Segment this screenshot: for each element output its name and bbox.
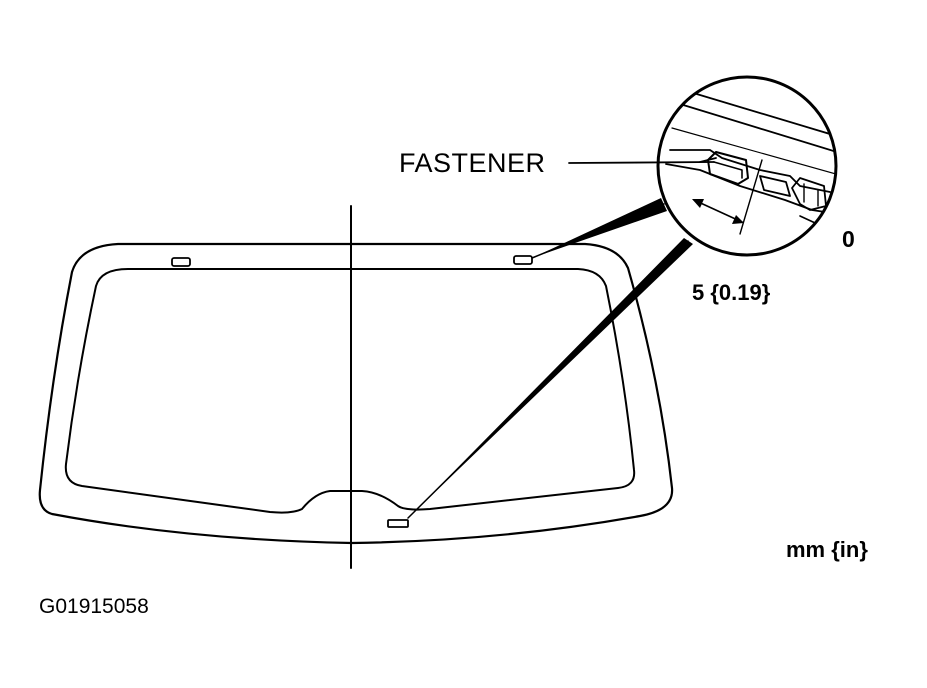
fastener-left-top (171, 257, 191, 267)
glass-step-line (669, 149, 831, 193)
detail-fastener-clip-inner (713, 161, 743, 179)
body-panel-line-3 (671, 127, 835, 179)
body-panel-line-2 (679, 103, 835, 157)
detail-gap-arrow-head-right (732, 215, 744, 224)
zero-dimension-label: 0 (842, 226, 855, 252)
detail-dimension-line (739, 159, 763, 235)
glass-outer-edge (38, 242, 674, 545)
detail-gap-arrow (693, 199, 743, 223)
body-panel-line-1 (689, 91, 835, 141)
detail-bracket (759, 175, 791, 197)
glass-lower-line (665, 163, 835, 215)
fastener-label-leader-tip (699, 157, 717, 163)
detail-leader-bottom-line (407, 240, 689, 519)
figure-id-label: G01915058 (39, 595, 149, 618)
glass-inner-edge (64, 268, 636, 514)
detail-leader-top (532, 198, 667, 258)
gap-dimension-label: 5 {0.19} (692, 280, 771, 305)
fastener-label: FASTENER (399, 148, 546, 178)
fastener-label-leader (568, 161, 715, 164)
units-label: mm {in} (786, 537, 868, 562)
fastener-right-top (513, 255, 533, 265)
detail-leader-top-line (531, 203, 665, 259)
fastener-bottom (387, 519, 409, 528)
detail-gap-arrow-head-left (692, 199, 704, 208)
detail-fastener-clip (707, 151, 749, 185)
